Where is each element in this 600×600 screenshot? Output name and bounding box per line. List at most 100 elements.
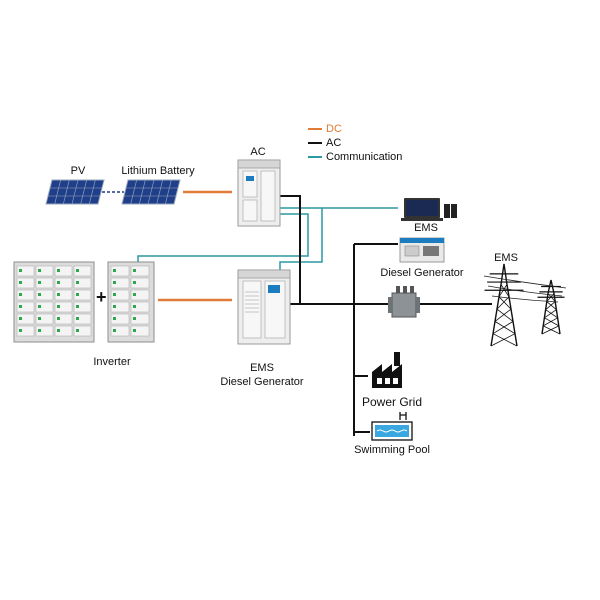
legend-dc-label: DC [326, 123, 342, 135]
tower-brace [543, 317, 558, 327]
tower-brace [544, 317, 559, 327]
solar-cell-divider [165, 179, 172, 205]
battery-led [76, 317, 79, 320]
tower-brace [545, 301, 556, 311]
tower-frame [541, 279, 561, 335]
solar-cell-divider [54, 179, 61, 205]
solar-cell-divider [89, 179, 96, 205]
battery-module [35, 277, 54, 289]
connection-lines [102, 190, 492, 436]
tower-brace [541, 325, 559, 335]
tower-brace [498, 296, 512, 310]
ac-label: AC [250, 146, 266, 158]
legend-dc: DC [308, 123, 342, 136]
battery-module [35, 265, 54, 277]
battery-rack-right [107, 261, 155, 343]
battery-led [113, 317, 116, 320]
battery-led [133, 305, 136, 308]
tower-brace [492, 321, 514, 335]
battery-led [57, 293, 60, 296]
battery-led [113, 329, 116, 332]
battery-led [133, 317, 136, 320]
battery-module [130, 301, 150, 313]
battery-led [113, 305, 116, 308]
diesel-generator-icon [399, 237, 445, 263]
ac-line-ac-cabinet-down [280, 195, 301, 304]
battery-led [19, 305, 22, 308]
tower-brace [544, 309, 557, 319]
legend-ac-label: AC [326, 137, 342, 149]
ems-device-label: EMS [414, 222, 438, 234]
battery-module [54, 313, 73, 325]
swimming-pool-icon [371, 412, 413, 441]
battery-led [57, 305, 60, 308]
battery-led [133, 293, 136, 296]
battery-module [110, 289, 130, 301]
battery-led [38, 305, 41, 308]
battery-led [57, 281, 60, 284]
battery-led [113, 281, 116, 284]
lithium-battery-solar-panel [121, 179, 181, 205]
pv-solar-panel [45, 179, 105, 205]
battery-module [54, 325, 73, 337]
battery-led [19, 293, 22, 296]
battery-module [54, 265, 73, 277]
battery-led [19, 329, 22, 332]
plus-sign: + [96, 287, 107, 307]
battery-led [38, 293, 41, 296]
solar-cell-divider [71, 179, 79, 205]
battery-module [73, 277, 92, 289]
battery-led [133, 329, 136, 332]
ac-cabinet-icon [237, 159, 281, 227]
battery-module [73, 313, 92, 325]
center-ems-label: EMS [250, 362, 274, 374]
solar-cell-divider [156, 179, 163, 205]
battery-led [113, 293, 116, 296]
battery-led [76, 269, 79, 272]
center-diesel-generator-label: Diesel Generator [220, 376, 304, 388]
battery-module [130, 313, 150, 325]
tower-brace [543, 325, 561, 335]
battery-module [54, 277, 73, 289]
battery-rack-left [13, 261, 95, 343]
battery-led [76, 329, 79, 332]
transmission-tower-small-icon [537, 279, 565, 335]
tower-frame [490, 263, 518, 347]
tower-brace [490, 333, 516, 347]
battery-module [110, 301, 130, 313]
center-cabinet-icon [237, 269, 291, 345]
battery-module [110, 277, 130, 289]
battery-led [38, 329, 41, 332]
battery-led [38, 269, 41, 272]
battery-module [16, 289, 35, 301]
solar-cell-divider [80, 179, 87, 205]
transformer-icon [388, 286, 420, 318]
battery-module [16, 277, 35, 289]
battery-led [19, 317, 22, 320]
battery-led [38, 317, 41, 320]
battery-module [35, 289, 54, 301]
battery-module [110, 313, 130, 325]
battery-module [73, 325, 92, 337]
battery-module [73, 265, 92, 277]
swimming-pool-label: Swimming Pool [354, 444, 430, 456]
tower-brace [500, 284, 510, 298]
tower-brace [546, 301, 557, 311]
battery-led [57, 269, 60, 272]
legend-dc-swatch [308, 128, 322, 131]
battery-led [76, 305, 79, 308]
battery-module [16, 325, 35, 337]
battery-module [110, 265, 130, 277]
battery-led [19, 269, 22, 272]
battery-module [35, 325, 54, 337]
legend-communication-label: Communication [326, 151, 403, 163]
legend-communication: Communication [308, 151, 402, 164]
lithium-battery-label: Lithium Battery [121, 165, 195, 177]
legend-communication-swatch [308, 156, 322, 159]
battery-module [110, 325, 130, 337]
tower-brace [494, 321, 516, 335]
tower-brace [492, 333, 518, 347]
tower-brace [494, 308, 512, 322]
transmission-tower-large-icon [484, 263, 524, 347]
